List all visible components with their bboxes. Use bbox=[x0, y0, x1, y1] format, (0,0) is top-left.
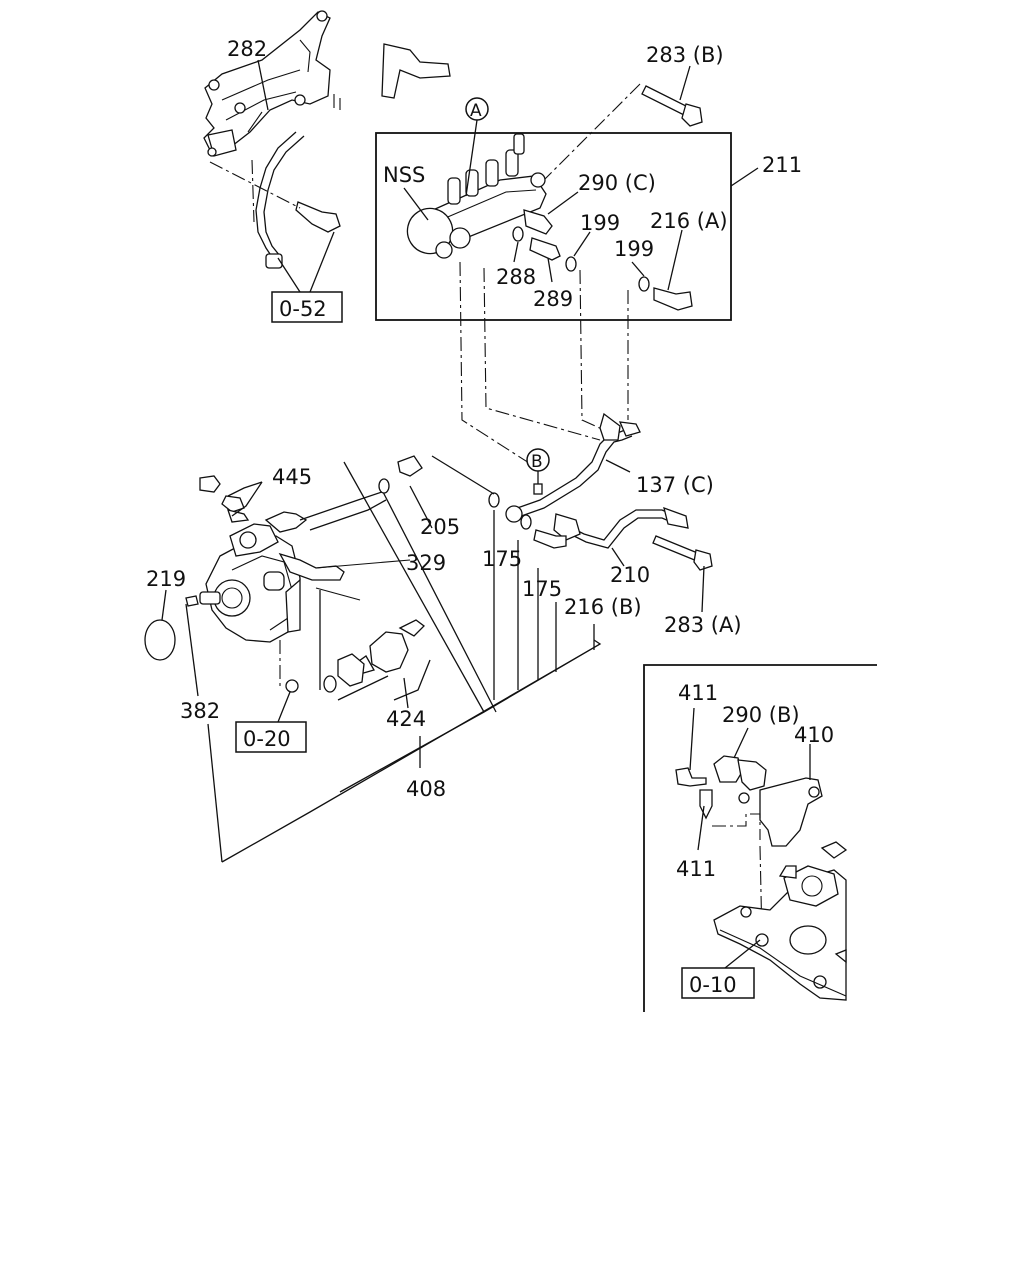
ref-box-0-20: 0-20 bbox=[235, 721, 307, 753]
label-408: 408 bbox=[406, 777, 446, 801]
label-410: 410 bbox=[794, 723, 834, 747]
fittings-445-drawing bbox=[199, 455, 423, 523]
washer-199a-drawing bbox=[565, 256, 577, 272]
label-216a: 216 (A) bbox=[650, 209, 728, 233]
inset-frame bbox=[643, 664, 877, 1012]
label-288: 288 bbox=[496, 265, 536, 289]
ref-label-0-20: 0-20 bbox=[243, 727, 291, 751]
label-199b: 199 bbox=[614, 237, 654, 261]
ref-label-0-10: 0-10 bbox=[689, 973, 737, 997]
leader-lines-408 bbox=[221, 455, 602, 863]
label-283b: 283 (B) bbox=[646, 43, 724, 67]
label-175b: 175 bbox=[522, 577, 562, 601]
engine-block-drawing bbox=[713, 841, 848, 1001]
assembly-box-211 bbox=[375, 132, 732, 321]
ref-box-0-52: 0-52 bbox=[271, 291, 343, 323]
label-411a: 411 bbox=[678, 681, 718, 705]
label-282: 282 bbox=[227, 37, 267, 61]
label-329: 329 bbox=[406, 551, 446, 575]
label-411b: 411 bbox=[676, 857, 716, 881]
pipe-210-drawing bbox=[553, 506, 689, 549]
sensor-290c-drawing bbox=[523, 209, 553, 235]
washer-288-drawing bbox=[512, 226, 524, 242]
label-219: 219 bbox=[146, 567, 186, 591]
pipe-137c-drawing bbox=[505, 412, 641, 523]
label-175a: 175 bbox=[482, 547, 522, 571]
label-290c: 290 (C) bbox=[578, 171, 656, 195]
marker-b: B bbox=[526, 448, 550, 472]
label-424: 424 bbox=[386, 707, 426, 731]
label-205: 205 bbox=[420, 515, 460, 539]
bolt-216b-drawing bbox=[533, 529, 567, 549]
oring-219-drawing bbox=[144, 619, 176, 661]
marker-a: A bbox=[465, 97, 489, 121]
washer-175a-drawing bbox=[488, 492, 500, 508]
washer-199b-drawing bbox=[638, 276, 650, 292]
label-211: 211 bbox=[762, 153, 802, 177]
bracket-282-drawing bbox=[203, 10, 451, 157]
sensor-290b-drawing bbox=[713, 755, 767, 804]
bolt-216a-drawing bbox=[653, 287, 693, 311]
label-nss: NSS bbox=[383, 163, 425, 187]
ref-label-0-52: 0-52 bbox=[279, 297, 327, 321]
washer-175b-drawing bbox=[520, 514, 532, 530]
pipe-0-52-drawing bbox=[209, 131, 341, 269]
label-199a: 199 bbox=[580, 211, 620, 235]
label-283a: 283 (A) bbox=[664, 613, 742, 637]
label-289: 289 bbox=[533, 287, 573, 311]
label-290b: 290 (B) bbox=[722, 703, 800, 727]
bolt-283b-drawing bbox=[641, 85, 703, 127]
label-210: 210 bbox=[610, 563, 650, 587]
bracket-410-drawing bbox=[759, 777, 823, 847]
label-216b: 216 (B) bbox=[564, 595, 642, 619]
bolts-411-drawing bbox=[675, 767, 713, 820]
common-rail-drawing bbox=[406, 133, 547, 259]
bolt-283a-drawing bbox=[652, 535, 713, 571]
label-137c: 137 (C) bbox=[636, 473, 714, 497]
marker-a-label: A bbox=[470, 101, 482, 121]
label-382: 382 bbox=[180, 699, 220, 723]
solenoid-424-drawing bbox=[323, 619, 425, 693]
fuel-pump-drawing bbox=[185, 511, 345, 643]
ref-box-0-10: 0-10 bbox=[681, 967, 755, 999]
label-445: 445 bbox=[272, 465, 312, 489]
fitting-289-drawing bbox=[529, 237, 561, 261]
marker-b-label: B bbox=[531, 452, 543, 472]
